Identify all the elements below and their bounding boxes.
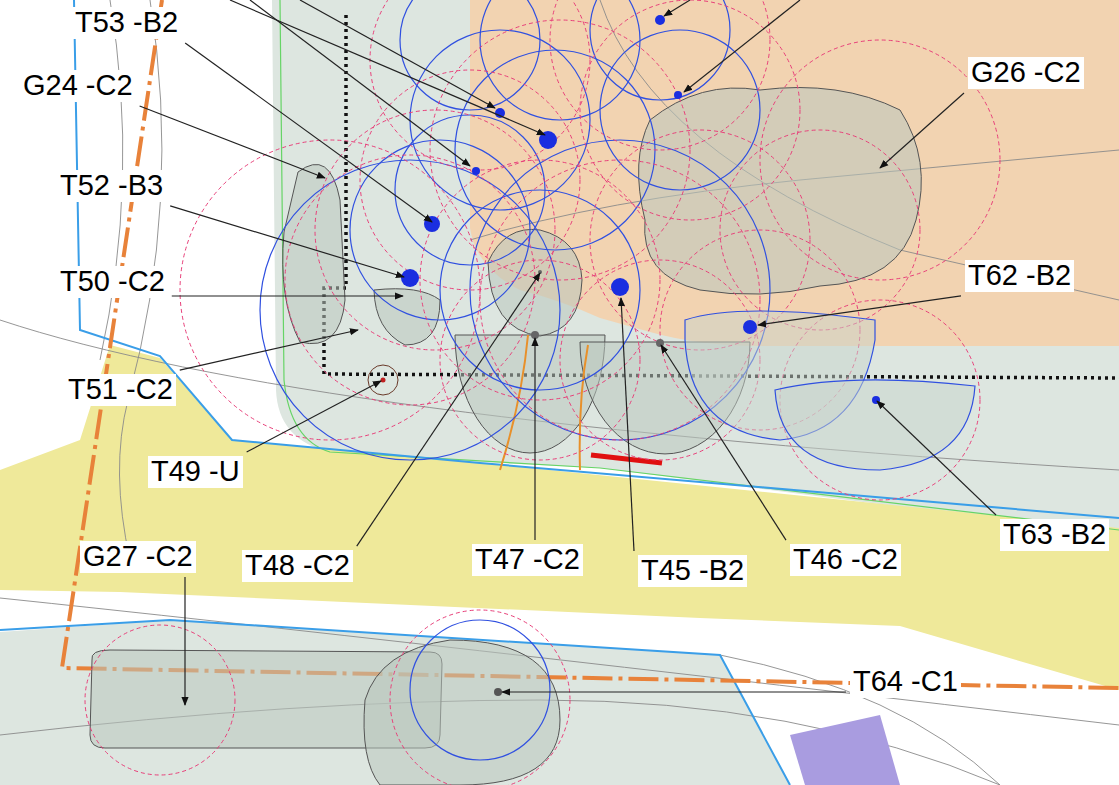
tree-canopies [85,0,1000,785]
tree-dot [495,108,505,118]
leader-line [880,93,964,168]
canopy-circle [410,30,590,210]
leader-line [172,295,403,296]
canopy-circle [285,155,535,405]
leader-line [140,106,325,178]
canopy-circle [390,610,570,785]
leader-line [534,338,535,540]
canopy-circle [480,0,640,120]
canopy-circle [440,260,640,460]
leader-line [170,206,404,277]
leader-line [180,330,358,370]
tree-label: T53 -B2 [72,7,181,39]
tree-label: T46 -C2 [790,544,901,576]
tree-canopy [368,365,398,395]
canopy-circle [370,0,590,170]
label-leaders [140,43,996,705]
tree-dot [494,688,502,696]
tree-dot [381,378,386,383]
tree-label: T47 -C2 [472,544,583,576]
tree-label: T62 -B2 [965,260,1074,292]
leader-line [247,381,381,452]
building [790,715,900,785]
tree-dot [674,91,682,99]
tree-label: T50 -C2 [57,266,168,298]
leader-line [184,577,185,705]
tree-dot [611,278,629,296]
tree-label: G27 -C2 [80,541,196,573]
canopy-circle [580,0,800,220]
leader-line [502,691,846,692]
tree-dot [655,15,665,25]
tree-label: T49 -U [148,456,243,488]
tree-dot [472,167,480,175]
tree-canopy [775,380,975,470]
tree-label: T51 -C2 [65,374,176,406]
canopy-circle [760,40,1000,280]
leader-line [185,43,432,222]
tree-dot [656,339,664,347]
canopy-circle [590,0,730,100]
tree-label: T64 -C1 [850,666,961,698]
tree-positions [381,15,881,696]
tree-label: T45 -B2 [638,555,747,587]
tree-dot [743,320,757,334]
canopy-circle [550,0,770,150]
canopy-circle [600,30,760,190]
building-zone [470,0,1119,346]
kerb-line [0,620,790,785]
marker-line [591,455,662,463]
boundary-line [280,0,1119,530]
leader-line [758,296,961,325]
tree-label: G26 -C2 [968,57,1084,89]
canopy-circle [315,110,555,350]
tree-label: T52 -B3 [57,170,166,202]
site-area [0,620,790,785]
service-line [500,335,588,470]
tree-label: T63 -B2 [1000,519,1109,551]
canopy-circle [395,115,545,265]
site-boundary [62,0,1119,688]
canopy-circle [430,20,690,280]
offsheet-leaders [230,0,800,166]
leader-line [877,401,996,515]
canopy-circle [85,625,235,775]
tree-label: G24 -C2 [20,70,136,102]
leader-line [621,298,634,551]
canopy-circle [410,620,550,760]
tree-dot [531,331,539,339]
tree-dot [401,269,419,287]
leader-line [357,273,540,546]
canopy-circle [180,140,480,440]
tree-label: T48 -C2 [242,550,353,582]
canopy-circle [720,130,920,330]
leader-line [661,345,786,540]
kerb-line [74,0,1119,518]
